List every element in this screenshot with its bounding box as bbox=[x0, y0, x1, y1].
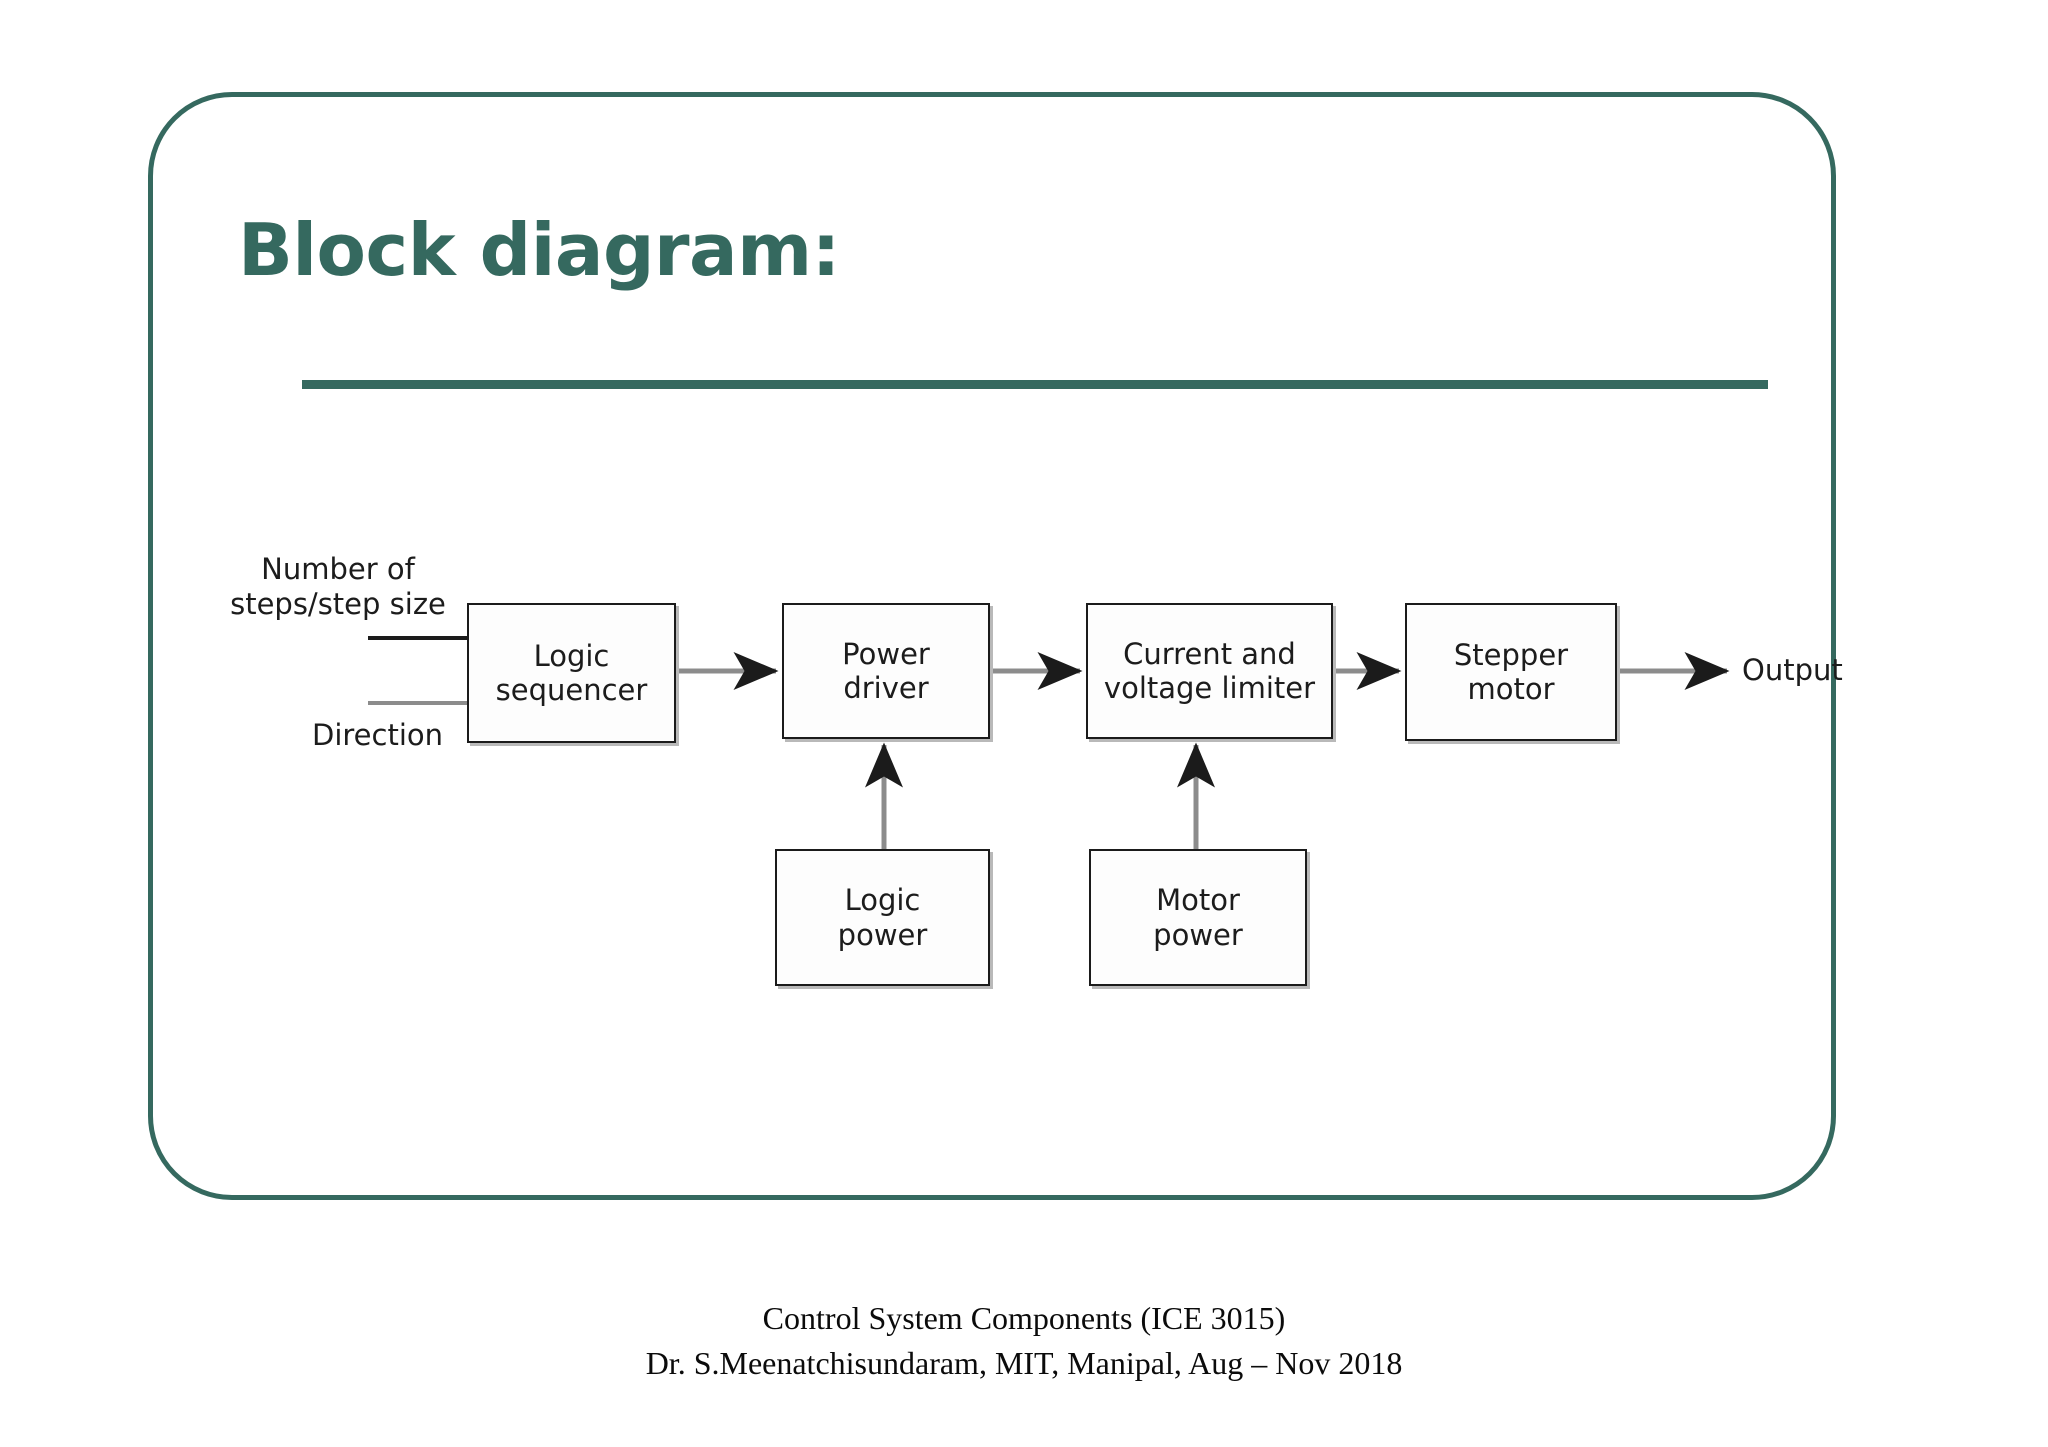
block-stepper-motor-line2: motor bbox=[1467, 672, 1555, 706]
block-logic-power-line1: Logic bbox=[844, 883, 921, 918]
block-logic-sequencer: Logic sequencer bbox=[467, 603, 676, 743]
block-limiter-line1: Current and bbox=[1123, 636, 1296, 671]
label-input-direction: Direction bbox=[312, 718, 444, 752]
block-power-driver-line1: Power bbox=[842, 636, 930, 671]
title-underline-rule bbox=[302, 380, 1768, 389]
block-motor-power-line1: Motor bbox=[1156, 883, 1240, 918]
block-logic-sequencer-line2: sequencer bbox=[495, 673, 648, 707]
page-title: Block diagram: bbox=[238, 208, 840, 292]
block-power-driver: Power driver bbox=[782, 603, 990, 739]
footer-line-course: Control System Components (ICE 3015) bbox=[762, 1300, 1286, 1336]
label-input-steps-line2: steps/step size bbox=[230, 586, 446, 621]
label-input-number-of-steps: Number of steps/step size bbox=[208, 552, 468, 622]
block-limiter-line2: voltage limiter bbox=[1103, 671, 1316, 705]
block-power-driver-line2: driver bbox=[843, 671, 929, 705]
label-input-steps-line1: Number of bbox=[261, 552, 415, 586]
block-stepper-motor: Stepper motor bbox=[1405, 603, 1617, 741]
block-stepper-motor-line1: Stepper bbox=[1453, 637, 1569, 672]
block-current-and-voltage-limiter: Current and voltage limiter bbox=[1086, 603, 1333, 739]
block-logic-power: Logic power bbox=[775, 849, 990, 986]
block-motor-power: Motor power bbox=[1089, 849, 1307, 986]
footer-line-author: Dr. S.Meenatchisundaram, MIT, Manipal, A… bbox=[645, 1345, 1403, 1382]
slide-footer: Control System Components (ICE 3015) Dr.… bbox=[0, 1296, 2048, 1387]
label-output: Output bbox=[1742, 653, 1843, 687]
block-logic-sequencer-line1: Logic bbox=[533, 638, 610, 673]
block-logic-power-line2: power bbox=[837, 917, 928, 952]
block-motor-power-line2: power bbox=[1153, 917, 1243, 952]
